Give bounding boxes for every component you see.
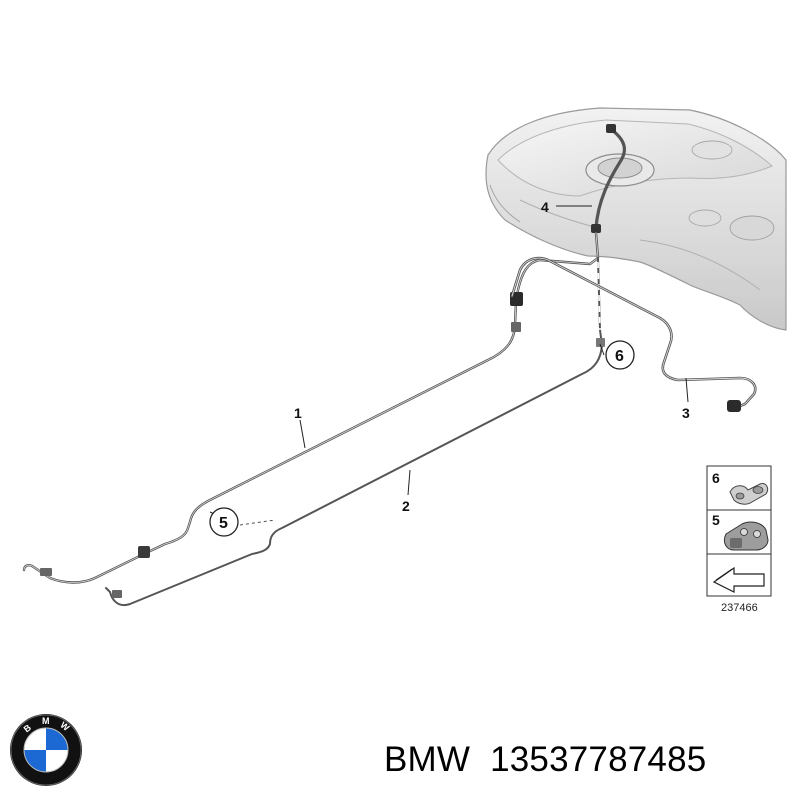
callout-6-circle: 6 — [605, 340, 635, 370]
hose-part-4 — [591, 124, 627, 233]
fuel-line-diagram: 1 2 3 4 5 6 6 5 — [22, 107, 787, 614]
callout-1: 1 — [294, 405, 302, 421]
callout-5: 5 — [219, 515, 228, 532]
fuel-line-part-3 — [510, 256, 757, 412]
logo-letter-b: B — [22, 722, 34, 734]
arrow-symbol-icon — [710, 560, 768, 593]
callout-4: 4 — [541, 199, 549, 215]
parts-key-panel: 6 5 237466 — [706, 465, 772, 614]
part-number: 13537787485 — [490, 740, 707, 779]
callout-3: 3 — [682, 405, 690, 421]
callout-5-circle: 5 — [209, 507, 239, 537]
bmw-logo: B M W — [10, 714, 82, 786]
callout-2: 2 — [402, 498, 410, 514]
brand-name: BMW — [384, 740, 471, 779]
diagram-reference-number: 237466 — [721, 602, 758, 614]
clip-6-icon — [729, 483, 769, 505]
fuel-line-part-2 — [105, 257, 605, 606]
fuel-line-part-1 — [22, 231, 600, 584]
fuel-tank — [485, 107, 787, 331]
key-label-5: 5 — [712, 512, 720, 528]
product-title: BMW 13537787485 — [384, 740, 706, 780]
logo-letter-m: M — [42, 716, 50, 726]
key-label-6: 6 — [712, 470, 720, 486]
callout-6: 6 — [615, 348, 624, 365]
clip-5-icon — [723, 521, 769, 551]
